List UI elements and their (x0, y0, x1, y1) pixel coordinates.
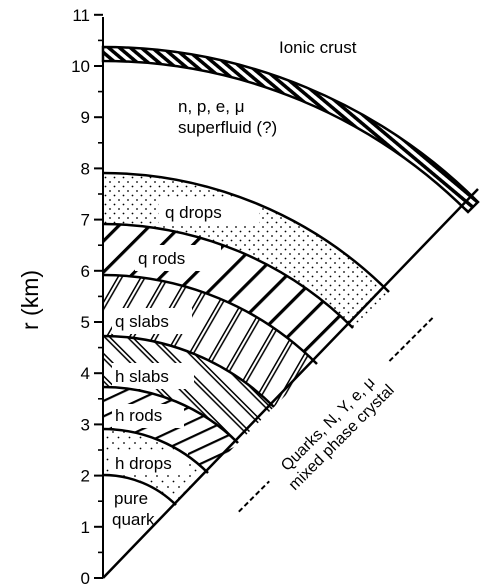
ionic-crust-label: Ionic crust (279, 38, 357, 57)
h-drops-label-bg (112, 451, 188, 475)
h-slabs-label: h slabs (115, 367, 169, 386)
axis-tick-label: 5 (81, 313, 90, 332)
axis-tick-label: 2 (81, 467, 90, 486)
axis-tick-label: 9 (81, 108, 90, 127)
q-slabs-label: q slabs (115, 312, 169, 331)
axis-tick-label: 4 (81, 364, 90, 383)
axis-tick-label: 0 (81, 569, 90, 588)
boundary-arc-h-rods (102, 385, 239, 444)
h-rods-label-bg (112, 404, 184, 428)
boundary-arc-h-slabs (102, 334, 275, 408)
h-drops-label: h drops (115, 454, 172, 473)
axis-tick-labels: 0 1 2 3 4 5 6 7 8 9 10 11 (71, 6, 90, 588)
axis-tick-label: 1 (81, 518, 90, 537)
axis-tick-label: 8 (81, 159, 90, 178)
h-slabs-label-bg (112, 363, 194, 389)
q-rods-label-bg (135, 245, 221, 271)
sector-diagonal-line (102, 188, 479, 579)
q-slabs-label-bg (112, 308, 192, 334)
boundary-arc-q-drops (102, 171, 390, 293)
crust-shell (101, 45, 480, 214)
q-drops-label: q drops (165, 203, 222, 222)
annotation-leader-right (388, 315, 436, 362)
superfluid-label-line1: n, p, e, μ (178, 97, 245, 116)
boundary-arc-q-slabs (102, 273, 318, 365)
boundary-arc-q-rods (102, 222, 354, 329)
superfluid-label-line2: superfluid (?) (178, 118, 277, 137)
pure-quark-label-line2: quark (112, 510, 155, 529)
pure-quark-label-line1: pure (114, 489, 148, 508)
axis-title: r (km) (17, 270, 43, 330)
h-rods-label: h rods (115, 406, 162, 425)
axis-tick-label: 7 (81, 211, 90, 230)
q-rods-label: q rods (138, 249, 185, 268)
axis-ticks (94, 13, 103, 579)
h-slabs-region (103, 336, 274, 443)
boundary-arc-pure-quark (102, 473, 177, 506)
boundary-arc-h-drops (102, 427, 209, 474)
axis-tick-label: 3 (81, 415, 90, 434)
axis-tick-label: 11 (72, 6, 90, 25)
axis-tick-label: 6 (81, 262, 90, 281)
annotation-leader-left (238, 480, 270, 513)
q-drops-label-bg (159, 199, 259, 225)
axis-tick-label: 10 (71, 57, 90, 76)
